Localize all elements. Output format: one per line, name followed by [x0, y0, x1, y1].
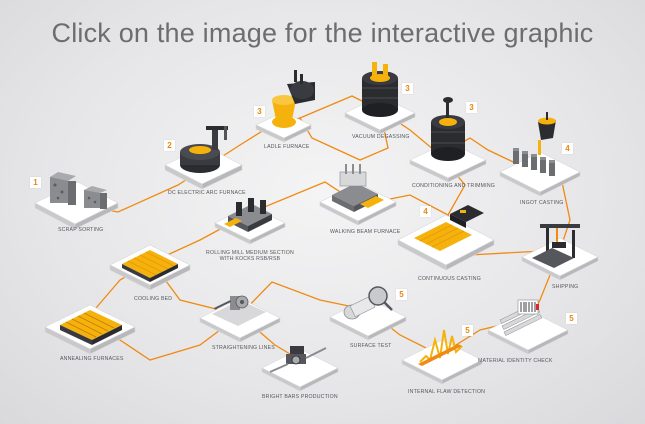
rolling-mill-illustration	[224, 198, 272, 232]
label-ladle-furnace: LADLE FURNACE	[264, 144, 310, 150]
scrap-bins-illustration	[50, 172, 107, 209]
vacuum-degassing-illustration	[362, 62, 398, 117]
conditioning-illustration	[431, 97, 465, 161]
step-number-internal-flaw-detection: 5	[462, 325, 473, 336]
label-vacuum-degassing: VACUUM DEGASSING	[352, 134, 410, 140]
step-number-conditioning-and-trimming: 3	[466, 102, 477, 113]
headline: Click on the image for the interactive g…	[51, 18, 594, 48]
label-bright-bars-production: BRIGHT BARS PRODUCTION	[262, 394, 338, 400]
label-rolling-mill-line1: ROLLING MILL MEDIUM SECTION	[206, 250, 294, 256]
label-dc-electric-arc-furnace: DC ELECTRIC ARC FURNACE	[168, 190, 246, 196]
label-ingot-casting: INGOT CASTING	[520, 200, 564, 206]
label-continuous-casting: CONTINUOUS CASTING	[418, 276, 481, 282]
label-rolling-mill-line2: WITH KOCKS RSB/RSB	[219, 256, 281, 262]
platform-bright-bars	[261, 348, 339, 392]
continuous-casting-illustration	[414, 205, 484, 251]
identity-check-illustration	[499, 299, 543, 336]
step-number-ladle-furnace: 3	[254, 106, 265, 117]
step-number-continuous-casting: 4	[420, 206, 431, 217]
label-cooling-bed: COOLING BED	[134, 296, 173, 302]
label-conditioning-and-trimming: CONDITIONING AND TRIMMING	[412, 183, 496, 189]
label-shipping: SHIPPING	[552, 284, 579, 290]
label-surface-test: SURFACE TEST	[350, 343, 392, 349]
step-number-material-identity-check: 5	[566, 313, 577, 324]
label-material-identity-check: MATERIAL IDENTITY CHECK	[478, 358, 553, 364]
step-number-scrap-sorting: 1	[30, 177, 41, 188]
step-number-ingot-casting: 4	[562, 143, 573, 154]
bright-bars-illustration	[269, 346, 327, 373]
label-annealing-furnaces: ANNEALING FURNACES	[60, 356, 124, 362]
label-rolling-mill: ROLLING MILL MEDIUM SECTION WITH KOCKS R…	[206, 250, 294, 262]
platform-flaw-detection	[401, 339, 483, 385]
ladle-furnace-illustration	[272, 70, 315, 128]
flaw-detection-illustration	[418, 329, 463, 366]
shipping-illustration	[532, 224, 580, 268]
step-number-surface-test: 5	[396, 289, 407, 300]
label-internal-flaw-detection: INTERNAL FLAW DETECTION	[408, 389, 486, 395]
step-number-dc-electric-arc-furnace: 2	[164, 140, 175, 151]
annealing-illustration	[60, 310, 122, 345]
flow-lines	[77, 95, 571, 361]
label-scrap-sorting: SCRAP SORTING	[58, 227, 104, 233]
cooling-bed-illustration	[122, 250, 178, 282]
label-walking-beam-furnace: WALKING BEAM FURNACE	[330, 229, 401, 235]
arc-furnace-illustration	[180, 126, 228, 173]
straightening-illustration	[212, 295, 266, 326]
label-straightening-lines: STRAIGHTENING LINES	[212, 345, 275, 351]
step-number-vacuum-degassing: 3	[402, 83, 413, 94]
walking-beam-illustration	[332, 164, 384, 212]
surface-test-illustration	[343, 286, 393, 320]
ingot-casting-illustration	[513, 112, 556, 176]
